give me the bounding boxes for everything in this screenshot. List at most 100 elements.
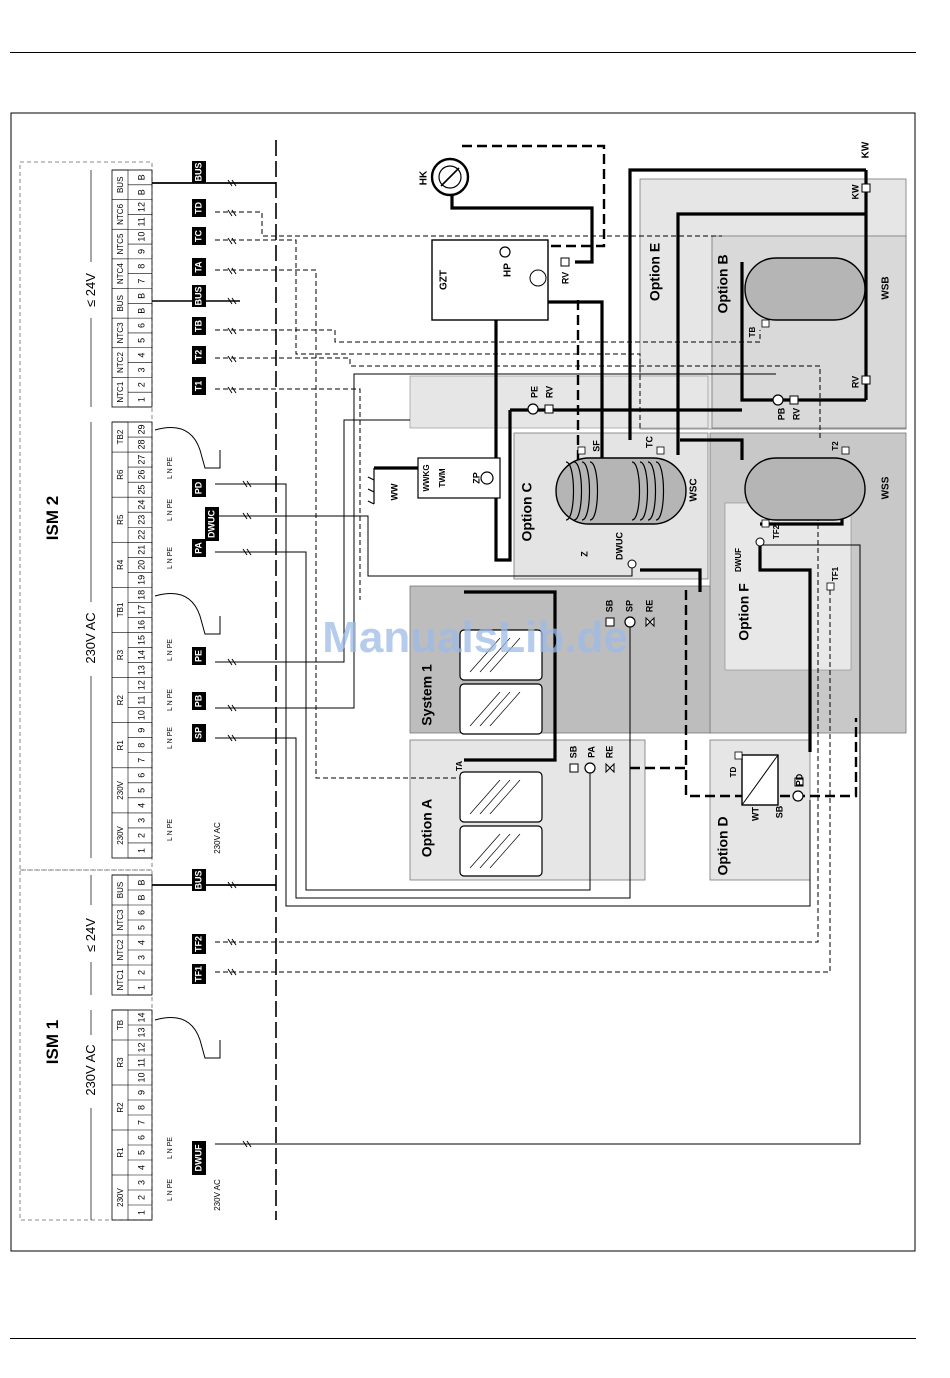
label-td: TD [729,766,738,777]
sf-sensor [577,446,586,455]
ism2-high-terminal-number: 8 [136,743,146,748]
hk-return-pipe [450,196,594,264]
ism1-low-group-label: NTC3 [116,909,125,930]
tag-ism1_bus-box [192,869,206,891]
ism2-lnpe-230v: L N PE [167,819,174,841]
label-pb: PB [776,407,786,420]
tag-ta: TA [193,261,203,273]
ism2-low-terminal-number: 3 [136,367,146,372]
label-wsb: WSB [881,276,892,299]
t2-sensor [841,446,850,455]
ism2-lnpe-r3: L N PE [167,639,174,661]
ism2-high-terminal-number: 13 [136,665,146,675]
tag-pb-box [192,692,206,710]
collector-option-a-b [459,825,543,877]
ism2-high-terminal-number: 25 [136,485,146,495]
label-wss: WSS [881,476,892,499]
label-zp: ZP [471,472,481,484]
ws-s-feed-pipe [680,438,744,460]
ism2-high-terminal-number: 17 [136,605,146,615]
tag-tf2-box [192,934,206,954]
ism1-high-terminal-number: 2 [136,1195,146,1200]
td-sensor [734,751,743,760]
label-kw: KW [850,184,860,199]
t2-wire [215,357,821,440]
ism2-tb1-jumper [154,593,221,635]
ism1-high-terminal-number: 8 [136,1105,146,1110]
label-pd: PD [794,773,804,786]
ism1-low-terminal-number: 2 [136,970,146,975]
ism2-high-terminal-number: 19 [136,575,146,585]
ism2-low-terminal-number: 8 [136,264,146,269]
ism2-lnpe-r6: L N PE [167,457,174,479]
label-tf2: TF2 [772,524,781,539]
ism2-high-terminal-number: 10 [136,710,146,720]
ism2-high-group-label: TB2 [116,429,125,444]
ism1-high-terminal-number: 6 [136,1135,146,1140]
ism2-high-group-label: 230V [116,780,125,799]
tag-tf1: TF1 [193,966,203,982]
ism2-high-terminal-number: 29 [136,425,146,435]
collector-system1-b [459,683,543,735]
ism1-low-group-label: BUS [116,882,125,898]
tag-tc: TC [193,230,203,242]
label-wsc: WSC [689,478,700,501]
ism1-high-terminal-number: 4 [136,1165,146,1170]
ism2-low-terminal-number: 7 [136,279,146,284]
tank-ws-b [744,257,866,321]
ism2-supply-label: 230V AC [213,822,222,854]
bottom-rule [10,1338,916,1339]
ism2-low-group-label: NTC3 [116,322,125,343]
gzt-unit [431,239,549,321]
label-pa: PA [586,746,596,758]
ism2-high-terminal-number: 27 [136,455,146,465]
ism1-low-terminal-number: 6 [136,910,146,915]
ism2-high-group-label: R1 [116,740,125,751]
ism2-low-terminal-number: 11 [136,217,146,226]
ism1-high-group-label: 230V [116,1187,125,1206]
label-t2: T2 [831,441,840,451]
ism2-outline [19,161,153,871]
collector-glare [469,637,521,869]
label-d: Option D [715,816,731,875]
valves [544,183,871,787]
tag-ism2_bus_top: BUS [193,162,203,181]
tf2-sensor [761,519,770,528]
ism2-high-terminal-number: 5 [136,788,146,793]
ism1-high-group-label: R2 [116,1102,125,1113]
pa-pump-icon [584,762,596,774]
pe-wire [215,419,410,663]
terminal-cells: 123456BB789101112BBNTC1NTC2NTC3BUSNTC4NT… [112,169,152,1221]
tag-pd: PD [193,481,203,494]
ism2-high-group-label: R2 [116,694,125,705]
pe-pump-icon [527,403,539,415]
watermark: ManualsLib.de [322,613,628,662]
ism1-low-group-label: NTC2 [116,939,125,960]
ism2-high-terminal-number: 9 [136,728,146,733]
hk-dashed-supply [462,144,606,248]
ism1-supply-label: 230V AC [213,1179,222,1211]
ism1-low-terminal-number: 4 [136,940,146,945]
sp-pump-icon [624,616,636,628]
ism2-high-terminal-number: 1 [136,848,146,853]
ism1-high-terminal-number: 1 [136,1210,146,1215]
ww-outlet-icon [367,468,375,505]
ism1-high-terminal-number: 5 [136,1150,146,1155]
tag-pd-box [192,479,206,497]
top-rule [10,52,916,53]
ism2-high-voltage-label: 230V AC [83,612,98,663]
collector-system1-a [459,629,543,681]
ism1-outline [19,869,153,1221]
ism1-low-group-label: NTC1 [116,969,125,990]
option-f-pipe [758,546,812,752]
option-e-lower-area [409,375,709,429]
ism2-high-terminal-number: 20 [136,560,146,570]
tag-t2: T2 [193,350,203,361]
ism1-low-terminal-number: 5 [136,925,146,930]
ism2-high-terminal-number: 18 [136,590,146,600]
pb-wire [215,373,776,709]
ism2-lnpe-r2: L N PE [167,689,174,711]
tag-tc-box [192,227,206,245]
tag-pa-box [192,539,206,557]
